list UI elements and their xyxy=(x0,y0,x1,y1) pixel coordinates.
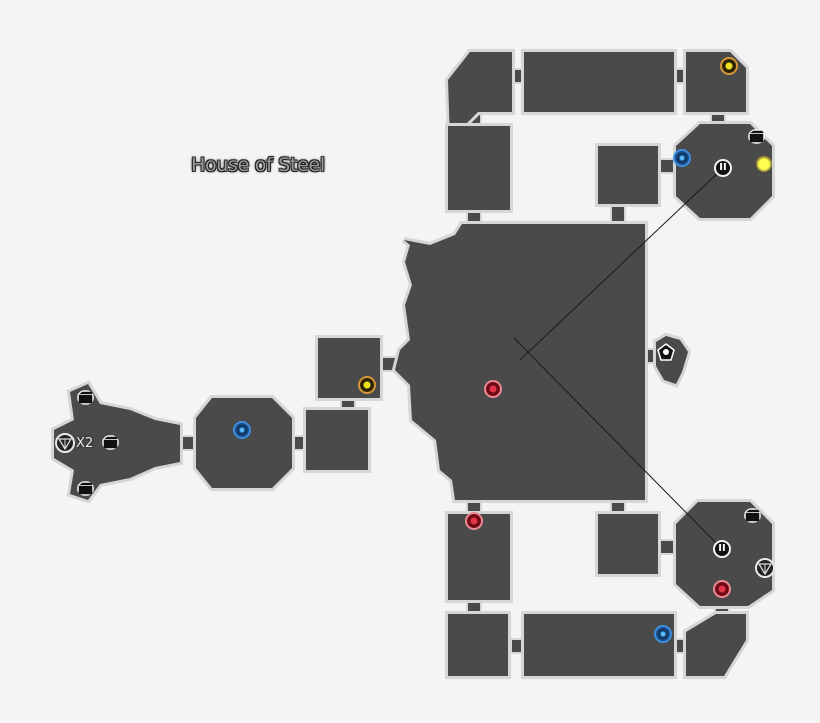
room-north-mid xyxy=(595,143,661,207)
blue-waypoint-icon[interactable] xyxy=(654,625,672,643)
room-south-mid xyxy=(595,511,661,577)
gold-waypoint-icon[interactable] xyxy=(358,376,376,394)
chest-icon[interactable] xyxy=(744,508,761,523)
pause-icon[interactable]: II xyxy=(713,540,731,558)
rooms xyxy=(51,49,775,679)
room-main-hall xyxy=(391,221,648,503)
map-title: House of Steel xyxy=(191,154,325,176)
room-north-left xyxy=(445,123,513,213)
room-sw-corner xyxy=(445,611,511,679)
shield-icon[interactable] xyxy=(755,558,775,578)
chest-icon[interactable] xyxy=(77,481,94,496)
blue-waypoint-icon[interactable] xyxy=(673,149,691,167)
chest-icon[interactable] xyxy=(77,390,94,405)
chest-icon[interactable] xyxy=(748,129,765,144)
red-waypoint-icon[interactable] xyxy=(713,580,731,598)
teleport-lines xyxy=(513,167,724,550)
boss-icon[interactable] xyxy=(655,342,677,362)
red-waypoint-icon[interactable] xyxy=(484,380,502,398)
room-north-long xyxy=(521,49,677,115)
shield-icon[interactable] xyxy=(55,433,75,453)
room-south-long xyxy=(521,611,677,679)
room-nw-corner xyxy=(444,49,515,148)
room-round-west xyxy=(193,395,295,491)
glowing-item-icon[interactable] xyxy=(756,146,772,172)
gold-waypoint-icon[interactable] xyxy=(720,57,738,75)
pause-icon[interactable]: II xyxy=(714,159,732,177)
red-waypoint-icon[interactable] xyxy=(465,512,483,530)
room-se-corner xyxy=(683,611,749,679)
room-small-b xyxy=(303,407,371,473)
multiplier-label: X2 xyxy=(76,436,94,451)
chest-icon[interactable] xyxy=(102,435,119,450)
blue-waypoint-icon[interactable] xyxy=(233,421,251,439)
